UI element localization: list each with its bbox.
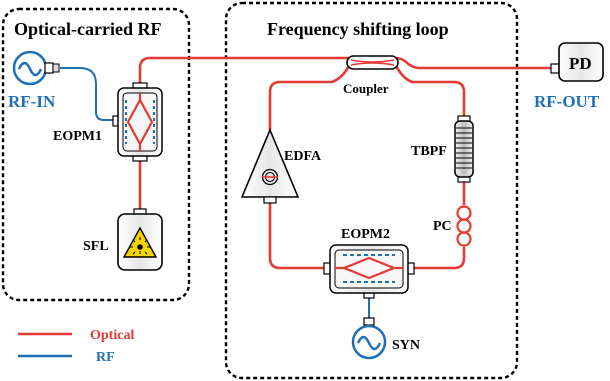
fiber-coupler-to-edfa <box>268 63 352 130</box>
rf-in-label: RF-IN <box>8 92 56 111</box>
rf-out-label: RF-OUT <box>534 92 600 111</box>
fiber-coupler-to-tbpf <box>393 63 466 120</box>
syn-label: SYN <box>392 338 420 353</box>
right-group-title: Frequency shifting loop <box>267 19 449 39</box>
photodetector <box>550 42 604 82</box>
rf-in-source <box>12 50 60 86</box>
sfl-laser <box>117 208 163 271</box>
legend-optical-label: Optical <box>90 328 134 343</box>
fiber-eopm1-to-coupler <box>138 56 350 84</box>
tbpf-label: TBPF <box>411 144 447 159</box>
optical-paths <box>138 56 552 270</box>
rf-in-cable <box>60 67 114 121</box>
eopm2-label: EOPM2 <box>341 227 390 242</box>
pc-polarization-controller <box>456 205 472 247</box>
edfa-label: EDFA <box>284 149 322 164</box>
tbpf-filter <box>454 115 474 183</box>
sfl-label: SFL <box>83 239 109 254</box>
legend: Optical RF <box>18 328 134 365</box>
pd-label: PD <box>569 54 592 73</box>
edfa-amplifier <box>240 127 300 204</box>
left-group-box <box>1 7 191 302</box>
syn-source <box>351 317 387 360</box>
fiber-pc-to-eopm2 <box>410 247 466 270</box>
rf-paths <box>60 67 370 320</box>
legend-rf-label: RF <box>96 350 115 365</box>
coupler-label: Coupler <box>343 81 389 96</box>
pc-label: PC <box>433 219 452 234</box>
fiber-edfa-to-eopm2 <box>268 200 327 270</box>
eopm1-label: EOPM1 <box>53 129 102 144</box>
left-group-title: Optical-carried RF <box>14 19 161 39</box>
coupler <box>346 55 399 70</box>
fiber-coupler-to-pd <box>394 56 552 70</box>
eopm2-modulator <box>323 244 415 299</box>
right-group-box <box>224 1 519 380</box>
eopm1-modulator <box>112 82 163 162</box>
